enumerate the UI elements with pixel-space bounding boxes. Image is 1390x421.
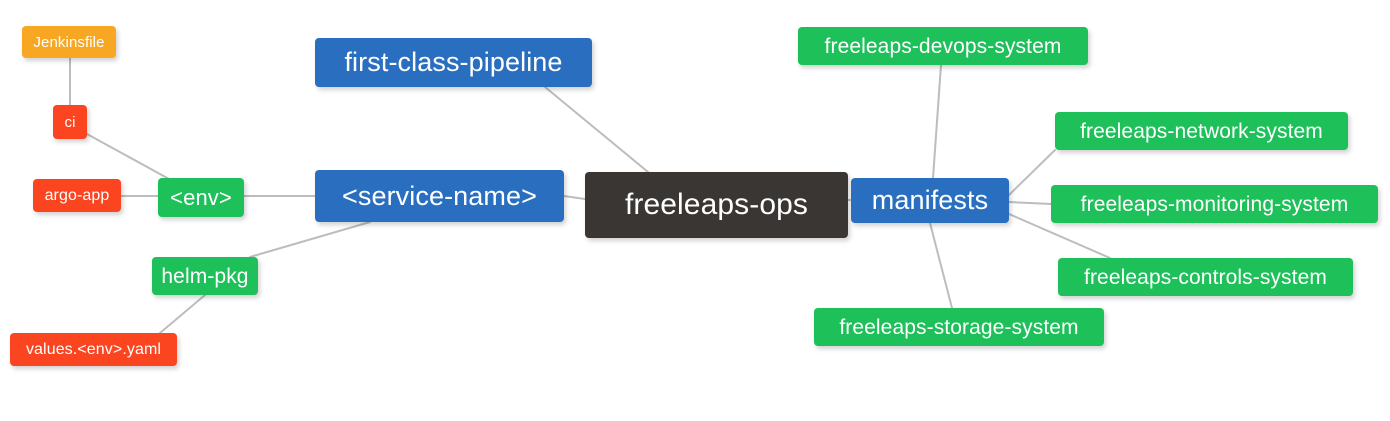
node-label: helm-pkg	[161, 264, 249, 288]
node-label: first-class-pipeline	[344, 47, 563, 77]
node-label: manifests	[871, 185, 989, 215]
edge-manifests-to-freeleaps-network-system	[1008, 149, 1056, 196]
node-argo-app[interactable]: argo-app	[33, 179, 121, 212]
edge-first-class-pipeline-to-freeleaps-ops	[544, 86, 649, 173]
node-label: ci	[64, 113, 76, 131]
node-manifests[interactable]: manifests	[851, 178, 1009, 223]
node-label: Jenkinsfile	[33, 33, 105, 51]
node-helm-pkg[interactable]: helm-pkg	[152, 257, 258, 295]
node-freeleaps-storage-system[interactable]: freeleaps-storage-system	[814, 308, 1104, 346]
node-label: freeleaps-devops-system	[824, 34, 1062, 58]
edge-values-env-yaml-to-helm-pkg	[159, 294, 206, 334]
node-label: freeleaps-network-system	[1080, 119, 1323, 143]
edge-helm-pkg-to-service-name	[249, 221, 371, 258]
node-label: freeleaps-controls-system	[1084, 265, 1327, 289]
node-jenkinsfile[interactable]: Jenkinsfile	[22, 26, 116, 58]
node-freeleaps-controls-system[interactable]: freeleaps-controls-system	[1058, 258, 1353, 296]
edge-service-name-to-freeleaps-ops	[563, 195, 586, 200]
node-first-class-pipeline[interactable]: first-class-pipeline	[315, 38, 592, 87]
node-env[interactable]: <env>	[158, 178, 244, 217]
node-label: values.<env>.yaml	[25, 340, 162, 358]
node-label: argo-app	[44, 186, 110, 204]
node-label: freeleaps-ops	[624, 188, 809, 221]
node-freeleaps-devops-system[interactable]: freeleaps-devops-system	[798, 27, 1088, 65]
node-label: <service-name>	[342, 180, 537, 211]
edge-manifests-to-freeleaps-monitoring-system	[1008, 201, 1052, 205]
node-freeleaps-network-system[interactable]: freeleaps-network-system	[1055, 112, 1348, 150]
node-values-env-yaml[interactable]: values.<env>.yaml	[10, 333, 177, 366]
node-label: <env>	[170, 184, 232, 210]
node-freeleaps-ops[interactable]: freeleaps-ops	[585, 172, 848, 238]
edge-manifests-to-freeleaps-devops-system	[932, 64, 942, 179]
node-label: freeleaps-monitoring-system	[1080, 192, 1349, 216]
node-label: freeleaps-storage-system	[839, 315, 1079, 339]
node-ci[interactable]: ci	[53, 105, 87, 139]
node-freeleaps-monitoring-system[interactable]: freeleaps-monitoring-system	[1051, 185, 1378, 223]
node-service-name[interactable]: <service-name>	[315, 170, 564, 222]
edge-manifests-to-freeleaps-storage-system	[929, 222, 953, 309]
